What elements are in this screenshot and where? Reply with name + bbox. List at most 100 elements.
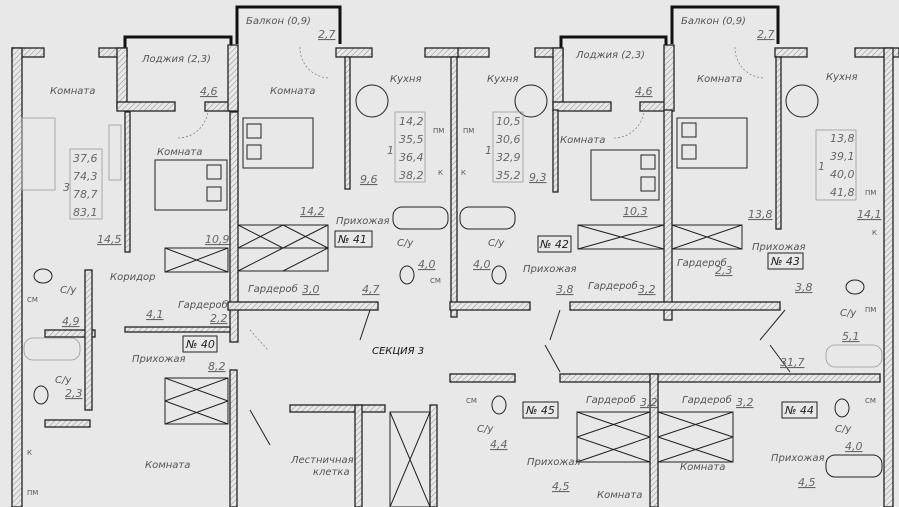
loggia-area: 4,6 — [635, 85, 653, 98]
area-value: 37,6 — [73, 152, 98, 165]
hall-label: Прихожая — [132, 354, 186, 365]
room-count: 3 — [63, 181, 70, 194]
stair-label: клетка — [313, 467, 350, 478]
svg-text:14,5: 14,5 — [97, 233, 122, 246]
apartment-41-areas: 1 14,2 35,5 36,4 38,2 — [387, 111, 426, 183]
svg-text:4,0: 4,0 — [473, 258, 491, 271]
bath-label: С/у — [60, 285, 77, 296]
wardrobe-label: Гардероб — [178, 299, 228, 311]
hall-label: Прихожая — [336, 216, 390, 227]
svg-text:4,0: 4,0 — [845, 440, 863, 453]
room-label: Комната — [680, 462, 725, 473]
washing-machine-label: СМ — [865, 397, 876, 405]
dishwasher-label: ПМ — [463, 127, 474, 135]
area-value: 39,1 — [830, 150, 855, 163]
apartment-43-areas: 1 13,8 39,1 40,0 41,8 — [815, 129, 857, 201]
svg-text:31,7: 31,7 — [780, 356, 805, 369]
room-label: Комната — [157, 147, 202, 158]
room-label: Комната — [145, 460, 190, 471]
apartment-tag-44: № 44 — [781, 401, 818, 419]
dishwasher-label: ПМ — [865, 306, 876, 314]
area-value: 40,0 — [830, 168, 855, 181]
svg-text:№ 44: № 44 — [784, 404, 814, 417]
svg-text:4,1: 4,1 — [146, 308, 164, 321]
wardrobe-label: Гардероб — [248, 283, 298, 295]
bath-label: С/у — [55, 375, 72, 386]
svg-text:№ 40: № 40 — [185, 338, 215, 351]
svg-text:3,8: 3,8 — [795, 281, 813, 294]
svg-text:4,5: 4,5 — [798, 476, 816, 489]
hall-label: Прихожая — [527, 457, 581, 468]
wardrobe-label: Гардероб — [588, 280, 638, 292]
svg-text:№ 42: № 42 — [539, 238, 569, 251]
svg-text:4,0: 4,0 — [418, 258, 436, 271]
dishwasher-label: ПМ — [433, 127, 444, 135]
boiler-label: К — [438, 169, 443, 177]
area-value: 13,8 — [830, 132, 855, 145]
svg-text:№ 41: № 41 — [337, 233, 367, 246]
svg-text:3,2: 3,2 — [640, 396, 658, 409]
room-count: 1 — [485, 144, 492, 157]
room-areas: 14,5 10,9 4,9 4,1 2,2 8,2 2,3 14,2 9,6 4… — [62, 171, 882, 493]
room-count: 1 — [387, 144, 394, 157]
washing-machine-label: СМ — [466, 397, 477, 405]
apartment-tag-41: № 41 — [334, 230, 373, 248]
apartment-tag-43: № 43 — [767, 252, 804, 270]
room-label: Комната — [597, 490, 642, 501]
sanitary-fixtures — [23, 206, 883, 478]
svg-text:13,8: 13,8 — [748, 208, 773, 221]
svg-text:2,2: 2,2 — [210, 312, 228, 325]
svg-text:10,3: 10,3 — [623, 205, 648, 218]
wardrobe-label: Гардероб — [586, 394, 636, 406]
balcony-area: 2,7 — [757, 28, 775, 41]
balcony-label: Балкон (0,9) — [681, 16, 746, 27]
boiler-label: К — [461, 169, 466, 177]
svg-text:№ 43: № 43 — [770, 255, 800, 268]
loggia-label: Лоджия (2,3) — [575, 50, 645, 61]
svg-text:8,2: 8,2 — [208, 360, 226, 373]
wardrobe-shelves — [164, 224, 743, 507]
kitchen-label: Кухня — [487, 74, 519, 85]
svg-text:3,0: 3,0 — [302, 283, 320, 296]
svg-text:9,6: 9,6 — [360, 173, 378, 186]
svg-text:9,3: 9,3 — [529, 171, 547, 184]
hall-label: Прихожая — [771, 453, 825, 464]
svg-text:3,8: 3,8 — [556, 283, 574, 296]
dishwasher-label: ПМ — [27, 489, 38, 497]
area-value: 35,5 — [399, 133, 424, 146]
bath-label: С/у — [835, 424, 852, 435]
washing-machine-label: СМ — [430, 277, 441, 285]
room-count: 1 — [818, 160, 825, 173]
bath-label: С/у — [397, 238, 414, 249]
area-value: 38,2 — [399, 169, 424, 182]
dishwasher-label: ПМ — [865, 189, 876, 197]
svg-text:№ 45: № 45 — [525, 404, 555, 417]
furniture — [21, 84, 819, 211]
svg-text:4,7: 4,7 — [362, 283, 380, 296]
fixture-labels: СМ СМ СМ СМ ПМ ПМ ПМ ПМ ПМ К К К К — [27, 127, 877, 497]
bath-label: С/у — [840, 308, 857, 319]
svg-text:2,3: 2,3 — [715, 264, 733, 277]
area-value: 78,7 — [73, 188, 98, 201]
walls — [11, 44, 899, 507]
area-value: 14,2 — [399, 115, 424, 128]
area-value: 32,9 — [496, 151, 521, 164]
boiler-label: К — [27, 449, 32, 457]
wardrobe-label: Гардероб — [682, 394, 732, 406]
kitchen-label: Кухня — [826, 72, 858, 83]
apartment-40-areas: 3 37,6 74,3 78,7 83,1 — [63, 148, 103, 220]
loggia-area: 4,6 — [200, 85, 218, 98]
balcony-area: 2,7 — [318, 28, 336, 41]
corridor-label: Коридор — [110, 272, 155, 283]
apartment-tag-40: № 40 — [182, 335, 218, 353]
hall-label: Прихожая — [523, 264, 577, 275]
apartment-tag-42: № 42 — [537, 235, 572, 253]
svg-text:3,2: 3,2 — [736, 396, 754, 409]
svg-text:14,2: 14,2 — [300, 205, 325, 218]
area-value: 35,2 — [496, 169, 521, 182]
svg-text:4,4: 4,4 — [490, 438, 508, 451]
room-label: Комната — [50, 86, 95, 97]
svg-text:14,1: 14,1 — [857, 208, 882, 221]
area-value: 41,8 — [830, 186, 855, 199]
